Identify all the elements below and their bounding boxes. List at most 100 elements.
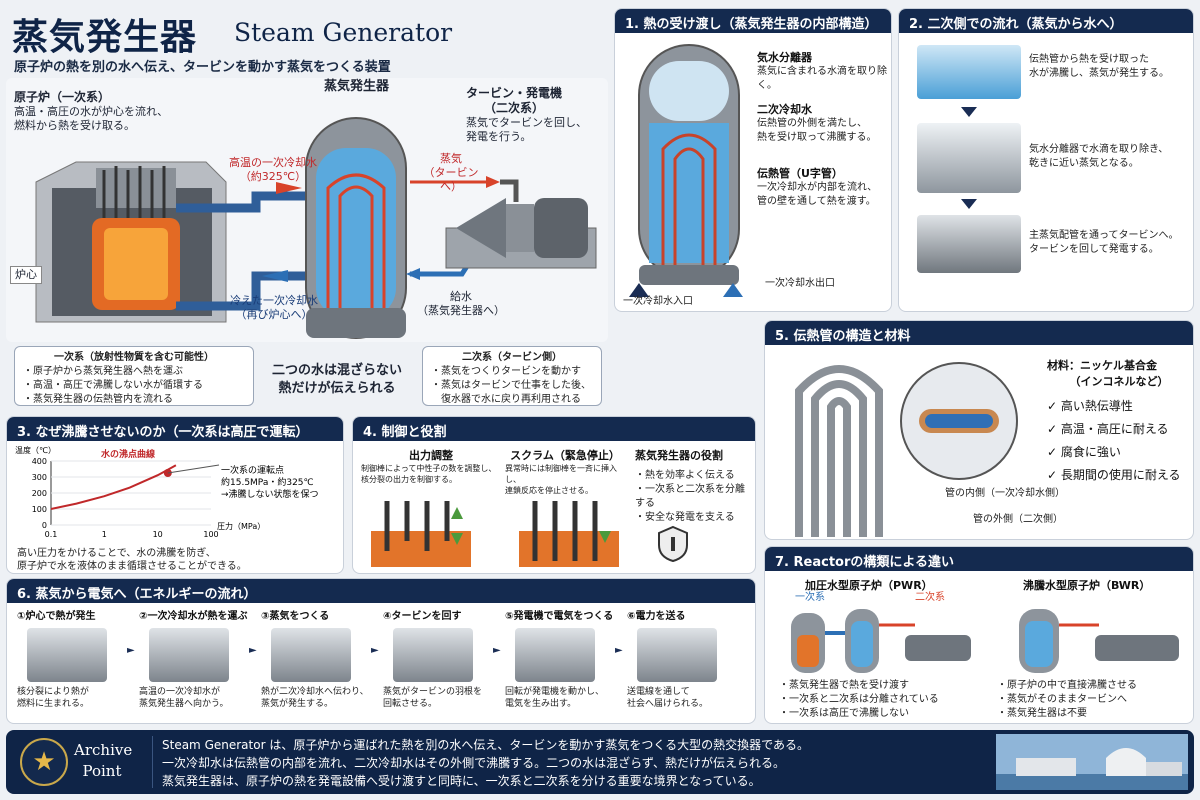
control-desc: 制御棒によって中性子の数を調整し、 (361, 464, 497, 473)
footer-line-3: 蒸気発生器は、原子炉の熱を発電設備へ受け渡すと同時に、一次系と二次系を分ける重要… (162, 774, 761, 788)
check-text: 高温・高圧に耐える (1060, 422, 1169, 436)
s3-note-2: 原子炉で水を液体のまま循環させることができる。 (17, 561, 247, 572)
energy-step: ⑤発電機で電気をつくる回転が発電機を動かし、電気を生み出す。 (505, 607, 617, 710)
secondary-item: ・蒸気はタービンで仕事をした後、 (431, 380, 591, 391)
tube-desc: 管の壁を通して熱を渡す。 (757, 196, 876, 207)
check-icon: ✓ (1047, 468, 1061, 482)
separator-title: 気水分離器 (757, 51, 812, 64)
pwr-title: 加圧水型原子炉（PWR） (805, 579, 933, 592)
y-tick-label: 300 (32, 473, 47, 482)
energy-step-image (393, 628, 473, 682)
primary-item: ・高温・高圧で沸騰しない水が循環する (23, 380, 203, 391)
y-tick-label: 200 (32, 489, 47, 498)
energy-step-image (27, 628, 107, 682)
tube-bundle-illustration (795, 362, 1018, 537)
turbine-title-2: （二次系） (484, 101, 545, 115)
turbine-image (917, 215, 1021, 273)
hot-label: 高温の一次冷却水 (229, 156, 317, 169)
chevron-right-icon: ► (493, 645, 501, 656)
energy-step-title: ⑤発電機で電気をつくる (505, 611, 614, 622)
secondary-item: ・蒸気をつくりタービンを動かす (431, 366, 581, 377)
energy-step-desc: 熱が二次冷却水へ伝わり、 (261, 687, 369, 697)
chevron-right-icon: ► (127, 645, 135, 656)
bwr-item: ・蒸気発生器は不要 (997, 708, 1087, 719)
tube-title: 伝熱管（U字管） (757, 167, 843, 180)
energy-step-desc: 送電線を通して (627, 687, 690, 697)
energy-step-desc: 蒸気が発生する。 (261, 699, 334, 709)
cold-arrow-icon (262, 270, 288, 282)
hot-temp: （約325℃） (239, 170, 307, 183)
steam-arrow-icon (486, 176, 500, 188)
check-icon: ✓ (1047, 399, 1061, 413)
check-text: 腐食に強い (1060, 445, 1121, 459)
energy-step-image (515, 628, 595, 682)
energy-step-desc: 高温の一次冷却水が (139, 687, 221, 697)
scram-title: スクラム（緊急停止） (510, 449, 620, 462)
check-text: 長期間の使用に耐える (1060, 468, 1181, 482)
energy-step-desc: 蒸気発生器へ向かう。 (139, 699, 229, 709)
point-leader-line (167, 464, 220, 474)
turbine-icon (456, 198, 506, 258)
secondary-item: 復水器で水に戻り再利用される (431, 394, 581, 405)
cold-sub: （再び炉心へ） (235, 308, 313, 321)
s3-note-1: 高い圧力をかけることで、水の沸騰を防ぎ、 (17, 548, 216, 559)
energy-step: ①炉心で熱が発生核分裂により熱が燃料に生まれる。 (17, 607, 129, 710)
primary-title: 一次系（放射性物質を含む可能性） (54, 352, 214, 363)
section-1: 1. 熱の受け渡し（蒸気発生器の内部構造） 気水分離器 蒸気に含まれる水滴を取り… (614, 8, 892, 312)
energy-step-desc: 社会へ届けられる。 (627, 699, 709, 709)
page-title-en: Steam Generator (234, 18, 453, 47)
x-tick-label: 100 (203, 530, 218, 539)
x-axis-label: 圧力（MPa） (217, 521, 265, 531)
shield-icon (658, 525, 688, 563)
control-rods-icon (102, 166, 166, 218)
energy-step-image (271, 628, 351, 682)
section-6: 6. 蒸気から電気へ（エネルギーの流れ） ①炉心で熱が発生核分裂により熱が燃料に… (6, 578, 756, 724)
outer-label: 管の外側（二次側） (973, 514, 1063, 525)
material-sub: （インコネルなど） (1069, 375, 1169, 388)
series-name-label: 水の沸点曲線 (101, 448, 155, 460)
feed-label: 給水 (450, 290, 472, 303)
energy-step: ③蒸気をつくる熱が二次冷却水へ伝わり、蒸気が発生する。 (261, 607, 373, 710)
energy-step-title: ④タービンを回す (383, 611, 462, 622)
pwr-primary-label: 一次系 (795, 592, 825, 603)
section-4-title: 4. 制御と役割 (353, 417, 755, 441)
steam-label: 蒸気 (440, 152, 462, 165)
energy-step: ⑥電力を送る送電線を通して社会へ届けられる。 (627, 607, 739, 710)
energy-step: ②一次冷却水が熱を運ぶ高温の一次冷却水が蒸気発生器へ向かう。 (139, 607, 251, 710)
x-tick-label: 1 (102, 530, 107, 539)
check-text: 高い熱伝導性 (1060, 399, 1133, 413)
star-icon: ★ (20, 738, 68, 786)
power-plant-image (996, 734, 1188, 790)
sg-title: 蒸気発生器 (324, 79, 390, 94)
footer-line-1: Steam Generator は、原子炉から運ばれた熱を別の水へ伝え、タービン… (162, 738, 809, 752)
separator-image (917, 123, 1021, 193)
reactor-desc-2: 燃料から熱を受け取る。 (14, 119, 135, 132)
flow-step-2: 気水分離器で水滴を取り除き、 (1029, 144, 1169, 155)
turbine-desc-2: 発電を行う。 (466, 130, 532, 143)
down-arrow-icon (961, 107, 977, 117)
section-2-title: 2. 二次側での流れ（蒸気から水へ） (899, 9, 1193, 33)
point-label: →沸騰しない状態を保つ (221, 488, 319, 500)
bwr-illustration (1019, 609, 1179, 673)
outlet-arrow-icon (723, 283, 743, 297)
section-1-title: 1. 熱の受け渡し（蒸気発生器の内部構造） (615, 9, 891, 33)
flow-step-3: 主蒸気配管を通ってタービンへ。 (1029, 230, 1179, 241)
y-axis-label: 温度（℃） (15, 445, 56, 455)
center-message-2: 熱だけが伝えられる (278, 381, 396, 396)
energy-step-desc: 蒸気がタービンの羽根を (383, 687, 483, 697)
energy-step-desc: 燃料に生まれる。 (17, 699, 90, 709)
pwr-illustration (791, 609, 971, 673)
primary-item: ・原子炉から蒸気発生器へ熱を運ぶ (23, 366, 183, 377)
footer-line-2: 一次冷却水は伝熱管の内部を流れ、二次冷却水はその外側で沸騰する。二つの水は混ざら… (162, 756, 786, 770)
bwr-item: ・原子炉の中で直接沸騰させる (997, 680, 1137, 691)
badge-line-1: Archive (74, 741, 133, 759)
check-item: ✓ 高温・高圧に耐える (1047, 420, 1191, 437)
control-title: 出力調整 (409, 449, 453, 462)
generator-icon (534, 198, 588, 258)
primary-system-box: 一次系（放射性物質を含む可能性） ・原子炉から蒸気発生器へ熱を運ぶ ・高温・高圧… (14, 346, 254, 406)
sg-role-item: ・一次系と二次系を分離する (635, 484, 745, 509)
pwr-item: ・一次系と二次系は分離されている (779, 694, 939, 705)
sg-role-title: 蒸気発生器の役割 (635, 449, 723, 462)
inlet-label: 一次冷却水入口 (623, 296, 693, 307)
